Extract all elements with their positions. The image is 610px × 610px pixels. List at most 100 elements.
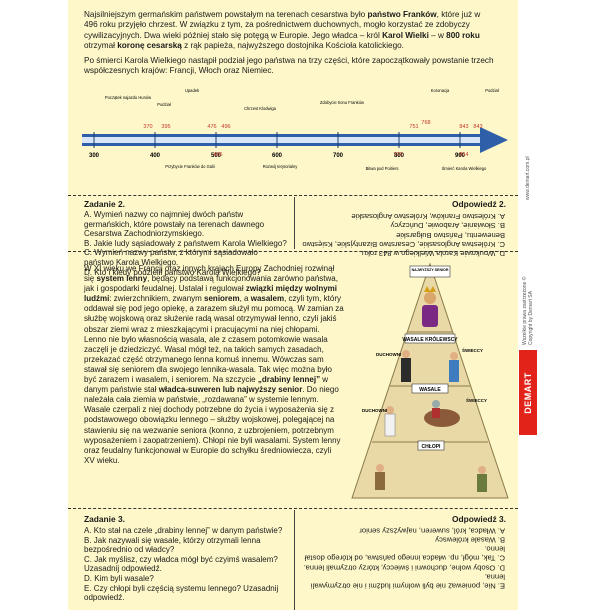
task3-answer: D. Osoby wolne, duchowni i świeccy, któr… (303, 563, 505, 573)
task2-title: Zadanie 2. (84, 199, 125, 209)
event-hun-invasion: Początek najazdu Hunów (105, 95, 151, 100)
task3-questions: A. Kto stał na czele „drabiny lennej” w … (84, 526, 289, 603)
task2-question: C. Wymień nazwy państw, z którymi sąsiad… (84, 248, 258, 267)
task2-answer: C. Królestwa Anglosaskie, Cesarstwo Biza… (302, 230, 505, 249)
pyramid-label: NAJWYŻSZY SENIOR (412, 268, 449, 272)
event-verdun: Podział (485, 88, 499, 93)
pyramid-label: WASALE (419, 387, 441, 393)
task-column-divider (294, 197, 295, 249)
pyramid-label: ŚWIECCY (466, 397, 487, 403)
knight-figure-icon (424, 400, 460, 427)
task2-answer: A. Królestwo Franków, Królestwo Anglosas… (351, 212, 505, 222)
history-timeline: 300 400 500 600 700 800 900 Początek najazdu H… (82, 88, 508, 171)
task3-title: Zadanie 3. (84, 514, 125, 524)
task2-answer: B. Słowianie, Arabowie, Duńczycy (390, 221, 505, 231)
pyramid-label: DUCHOWNI (376, 352, 401, 357)
task-column-divider (294, 510, 295, 610)
task2-question: D. Kto i kiedy podzielił państwo Karola … (84, 267, 261, 277)
copyright-note: Wszelkie prawa zastrzeżone © Copyright b… (522, 276, 534, 345)
lord-figure-icon (449, 352, 459, 382)
event-year-843: 843 (473, 124, 482, 130)
intro-bold: 800 roku (446, 30, 480, 40)
feudal-bold: system lenny (96, 274, 148, 284)
feudal-system-paragraph: W XI wieku we Francji oraz innych krajac… (84, 264, 344, 466)
pyramid-label: DUCHOWNI (362, 408, 387, 413)
event-clovis-baptism: Chrzest Klodwiga (244, 106, 277, 111)
event-year-496: 496 (221, 124, 230, 130)
intro-text: – w (428, 30, 447, 40)
demart-logo: DEMART (519, 350, 537, 435)
timeline-tick-label: 700 (333, 153, 344, 159)
pyramid-label: WASALE KRÓLEWSCY (402, 335, 458, 343)
event-year-768: 768 (421, 120, 430, 126)
event-poitiers: Bitwa pod Poitiers (366, 166, 399, 171)
event-gaul: Przybycie Franków do Galii (165, 164, 215, 169)
task3-question: C. Jak myślisz, czy władca mógł być czyi… (84, 554, 278, 574)
timeline-tick-label: 400 (150, 153, 161, 159)
timeline-arrow (82, 127, 508, 153)
feudal-pyramid: WASALE KRÓLEWSCY NAJWYŻSZY SENIOR DUCHOW… (351, 262, 509, 499)
task3-answer: E. Nie, ponieważ nie byli wolnymi ludźmi… (310, 572, 505, 591)
task3-answers: E. Nie, ponieważ nie byli wolnymi ludźmi… (300, 526, 505, 590)
intro-text: , które już w 496 roku przyjęło chrzest.… (84, 10, 481, 40)
event-year-732: 732 (393, 152, 402, 158)
timeline-tick-label: 500 (211, 153, 222, 159)
feudal-bold: „drabiny lennej” (257, 375, 321, 385)
intro-text: otrzymał (84, 41, 118, 51)
intro-text: Najsilniejszym germańskim państwem powst… (84, 10, 368, 19)
feudal-text: , a (239, 294, 251, 304)
task3-question: A. Kto stał na czele „drabiny lennej” w … (84, 526, 283, 535)
event-year-476: 476 (207, 124, 216, 130)
feudal-text: . Do niego należała cała ziemia w państw… (84, 385, 341, 465)
worksheet-card: Najsilniejszym germańskim państwem powst… (68, 0, 518, 610)
event-pepin: Zdobycie tronu Franków (320, 100, 364, 105)
feudal-text: w danym państwie stał (84, 375, 329, 395)
feudal-bold: wasalem (250, 294, 285, 304)
feudal-bold: seniorem (204, 294, 240, 304)
task2-question: B. Jakie ludy sąsiadowały z państwem Kar… (84, 238, 287, 248)
task2-question: A. Wymień nazwy co najmniej dwóch państw… (84, 210, 265, 239)
intro-bold: koronę cesarską (117, 41, 182, 51)
division-paragraph: Po śmierci Karola Wielkiego nastąpił pod… (84, 56, 494, 76)
event-year-395: 395 (161, 124, 170, 130)
section-divider (68, 195, 518, 196)
task3-answer: A. Władca, król, suweren, najwyższy seni… (359, 526, 505, 536)
task3-answers-title: Odpowiedź 3. (452, 514, 506, 524)
publisher-url: www.demart.com.pl (525, 156, 531, 200)
task3-question: B. Jak nazywali się wasale, którzy otrzy… (84, 535, 261, 555)
task3-question: D. Kim byli wasale? (84, 573, 154, 583)
event-merovingian: Rozwój terytorialny (263, 164, 299, 169)
peasant-figure-icon (375, 464, 487, 492)
timeline-tick-label: 600 (272, 153, 283, 159)
feudal-text: , czyli tym, który oddawał się pod jego … (84, 294, 344, 385)
event-year-486: 486 (213, 152, 222, 158)
monk-figure-icon (384, 406, 396, 437)
timeline-tick-label: 900 (455, 153, 466, 159)
intro-bold: państwo Franków (367, 10, 437, 19)
event-year-751: 751 (409, 124, 418, 130)
task3-question: E. Czy chłopi byli częścią systemu lenne… (84, 583, 279, 603)
event-roman-division: Podział (157, 102, 171, 107)
event-year-370: 370 (143, 124, 152, 130)
feudal-text: W XI wieku we Francji oraz innych krajac… (84, 264, 335, 284)
feudal-bold: władca-suweren lub najwyższy senior (158, 385, 303, 395)
intro-paragraph: Najsilniejszym germańskim państwem powst… (84, 10, 494, 52)
cleric-figure-icon (401, 350, 411, 382)
intro-text: z rąk papieża, najwyższego dostojnika Ko… (181, 41, 404, 51)
timeline-tick-label: 800 (394, 153, 405, 159)
feudal-text: : zwierzchnikiem, zwanym (109, 294, 205, 304)
section-divider (68, 251, 518, 252)
feudal-bold: związki między wolnymi ludźmi (84, 284, 338, 304)
king-figure-icon (422, 286, 438, 327)
task2-questions: A. Wymień nazwy co najmniej dwóch państw… (84, 210, 289, 277)
event-western-fall: Upadek (185, 88, 200, 93)
timeline-tick-label: 300 (89, 153, 100, 159)
task3-answer: B. Wasale królewscy (435, 535, 505, 545)
intro-bold: Karol Wielki (382, 30, 429, 40)
feudal-text: , będący podstawą funkcjonowania zarówno… (84, 274, 338, 294)
task2-answers-title: Odpowiedź 2. (452, 199, 506, 209)
event-charlemagne-death: Śmierć Karola Wielkiego (442, 166, 487, 171)
section-divider (68, 508, 518, 509)
event-coronation: Koronacja (431, 88, 450, 93)
task3-answer: C. Tak, mógł, np. władca innego państwa,… (304, 544, 505, 563)
